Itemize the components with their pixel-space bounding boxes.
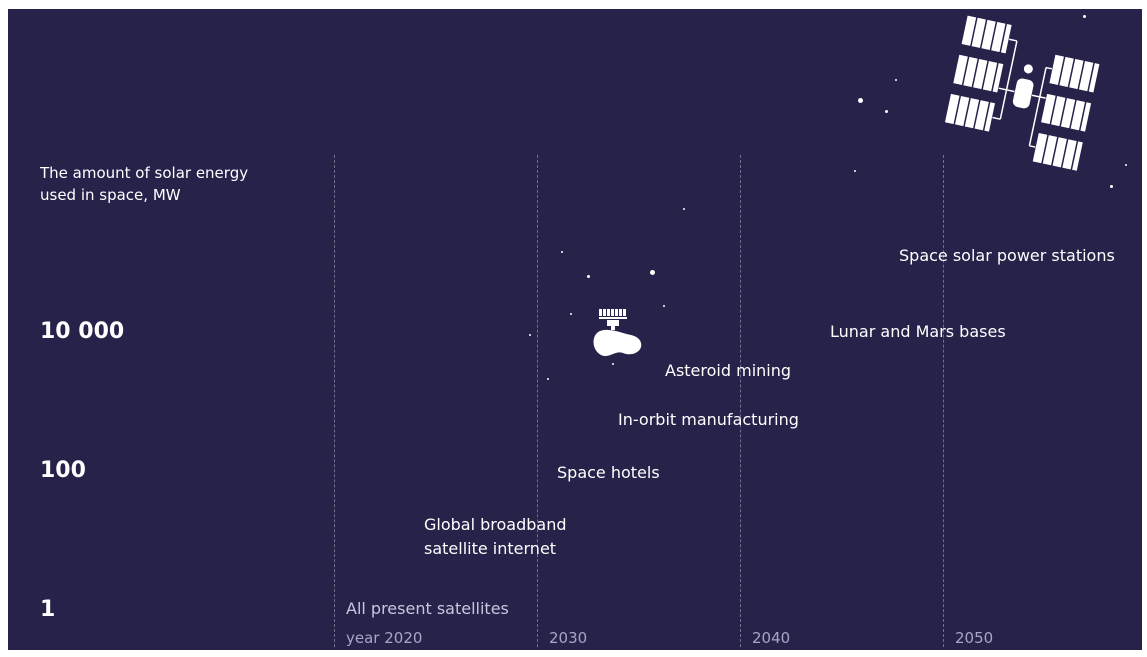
event-global-broadband: Global broadband satellite internet [424, 515, 567, 558]
gridline-2040 [740, 155, 741, 647]
star-icon [1110, 185, 1113, 188]
x-tick-2030: 2030 [549, 629, 588, 647]
star-icon [570, 313, 572, 315]
chart-canvas: The amount of solar energy used in space… [8, 9, 1142, 650]
gridline-2030 [537, 155, 538, 647]
y-tick-10000: 10 000 [40, 319, 125, 344]
star-icon [1083, 15, 1086, 18]
x-tick-2020: year 2020 [346, 629, 423, 647]
x-tick-2040: 2040 [752, 629, 791, 647]
star-icon [587, 275, 590, 278]
event-space-solar-power-stations: Space solar power stations [899, 246, 1115, 265]
y-axis-label: The amount of solar energy used in space… [40, 164, 249, 204]
gridline-2020 [334, 155, 335, 647]
event-all-present-satellites: All present satellites [346, 599, 509, 618]
star-icon [650, 270, 655, 275]
event-space-hotels: Space hotels [557, 463, 660, 482]
star-icon [561, 251, 563, 253]
asteroid-mining-icon [593, 309, 642, 357]
star-icon [895, 79, 897, 81]
satellite-icon [943, 14, 1101, 172]
star-icon [858, 98, 863, 103]
event-in-orbit-manufacturing: In-orbit manufacturing [618, 410, 799, 429]
star-icon [854, 170, 856, 172]
y-tick-1: 1 [40, 597, 56, 622]
star-icon [1125, 164, 1127, 166]
x-tick-2050: 2050 [955, 629, 994, 647]
event-lunar-mars-bases: Lunar and Mars bases [830, 322, 1006, 341]
star-icon [663, 305, 665, 307]
gridline-2050 [943, 155, 944, 647]
star-icon [885, 110, 888, 113]
event-asteroid-mining: Asteroid mining [665, 361, 792, 380]
y-tick-100: 100 [40, 458, 86, 483]
star-icon [529, 334, 531, 336]
star-icon [683, 208, 685, 210]
star-icon [547, 378, 549, 380]
star-icon [612, 363, 614, 365]
